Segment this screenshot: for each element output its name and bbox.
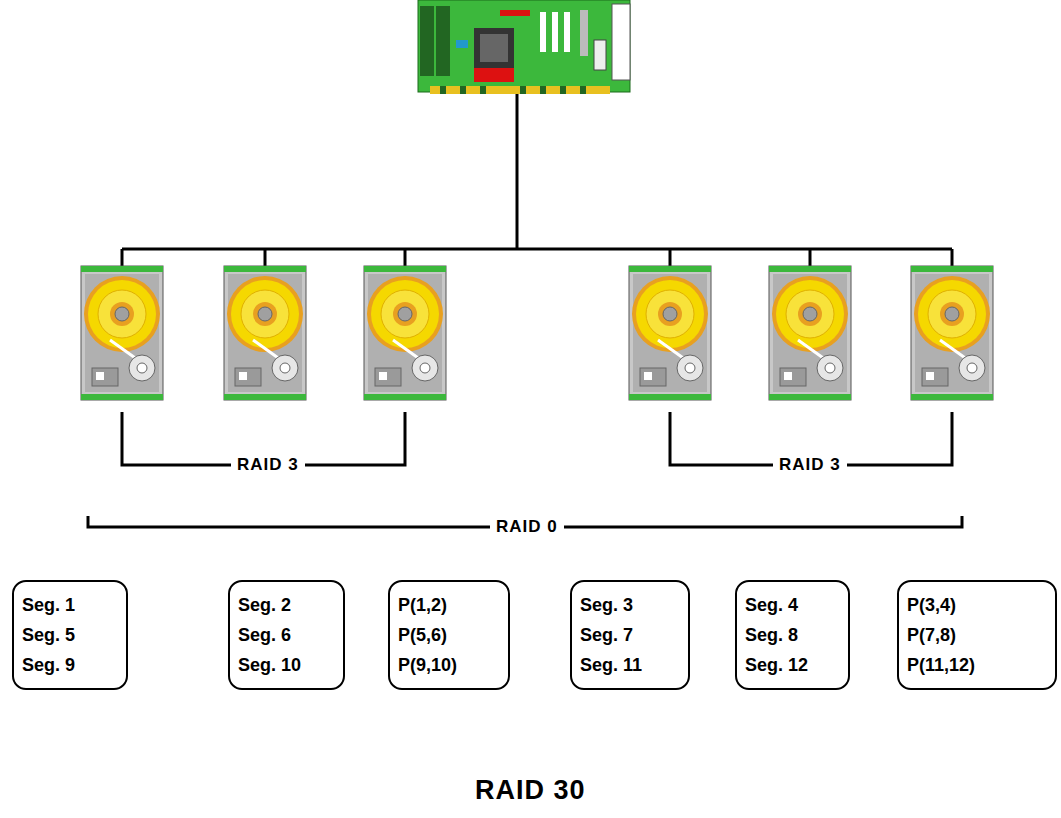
- segment-text: P(11,12): [907, 650, 1047, 680]
- segment-text: Seg. 12: [745, 650, 840, 680]
- segment-box: P(3,4)P(7,8)P(11,12): [897, 580, 1057, 690]
- segment-text: Seg. 5: [22, 620, 118, 650]
- disk-drive: [81, 266, 993, 400]
- segment-text: Seg. 8: [745, 620, 840, 650]
- segment-box: Seg. 3Seg. 7Seg. 11: [570, 580, 690, 690]
- raid-level-label: RAID 0: [490, 517, 564, 537]
- segment-text: Seg. 9: [22, 650, 118, 680]
- segment-text: Seg. 11: [580, 650, 680, 680]
- segment-text: P(1,2): [398, 590, 500, 620]
- diagram-title: RAID 30: [475, 775, 586, 806]
- raid-controller-card: [418, 0, 630, 94]
- segment-text: Seg. 3: [580, 590, 680, 620]
- segment-text: P(9,10): [398, 650, 500, 680]
- segment-text: P(3,4): [907, 590, 1047, 620]
- segment-box: Seg. 1Seg. 5Seg. 9: [12, 580, 128, 690]
- segment-text: Seg. 10: [238, 650, 335, 680]
- group-bracket: [88, 412, 962, 527]
- segment-text: Seg. 2: [238, 590, 335, 620]
- segment-text: Seg. 7: [580, 620, 680, 650]
- segment-text: Seg. 4: [745, 590, 840, 620]
- segment-box: P(1,2)P(5,6)P(9,10): [388, 580, 510, 690]
- segment-text: Seg. 6: [238, 620, 335, 650]
- segment-text: P(5,6): [398, 620, 500, 650]
- segment-box: Seg. 4Seg. 8Seg. 12: [735, 580, 850, 690]
- raid-level-label: RAID 3: [773, 455, 847, 475]
- segment-text: P(7,8): [907, 620, 1047, 650]
- bus-wire: [122, 94, 952, 266]
- segment-box: Seg. 2Seg. 6Seg. 10: [228, 580, 345, 690]
- raid-level-label: RAID 3: [231, 455, 305, 475]
- segment-text: Seg. 1: [22, 590, 118, 620]
